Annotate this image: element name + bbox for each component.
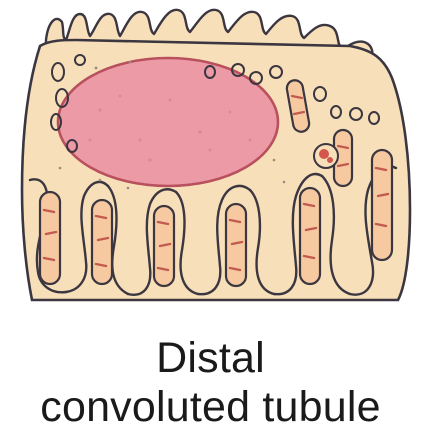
- mitochondrion: [92, 200, 112, 284]
- caption-line-2: convoluted tubule: [0, 383, 421, 431]
- granule: [314, 144, 338, 168]
- mitochondrion: [372, 150, 392, 260]
- mitochondrion: [226, 204, 246, 286]
- nucleus: [58, 58, 278, 186]
- dct-cell-illustration: [0, 0, 421, 305]
- mitochondrion: [154, 206, 174, 286]
- mitochondrion: [40, 192, 60, 284]
- caption-line-1: Distal: [0, 334, 421, 382]
- mitochondrion: [300, 188, 320, 284]
